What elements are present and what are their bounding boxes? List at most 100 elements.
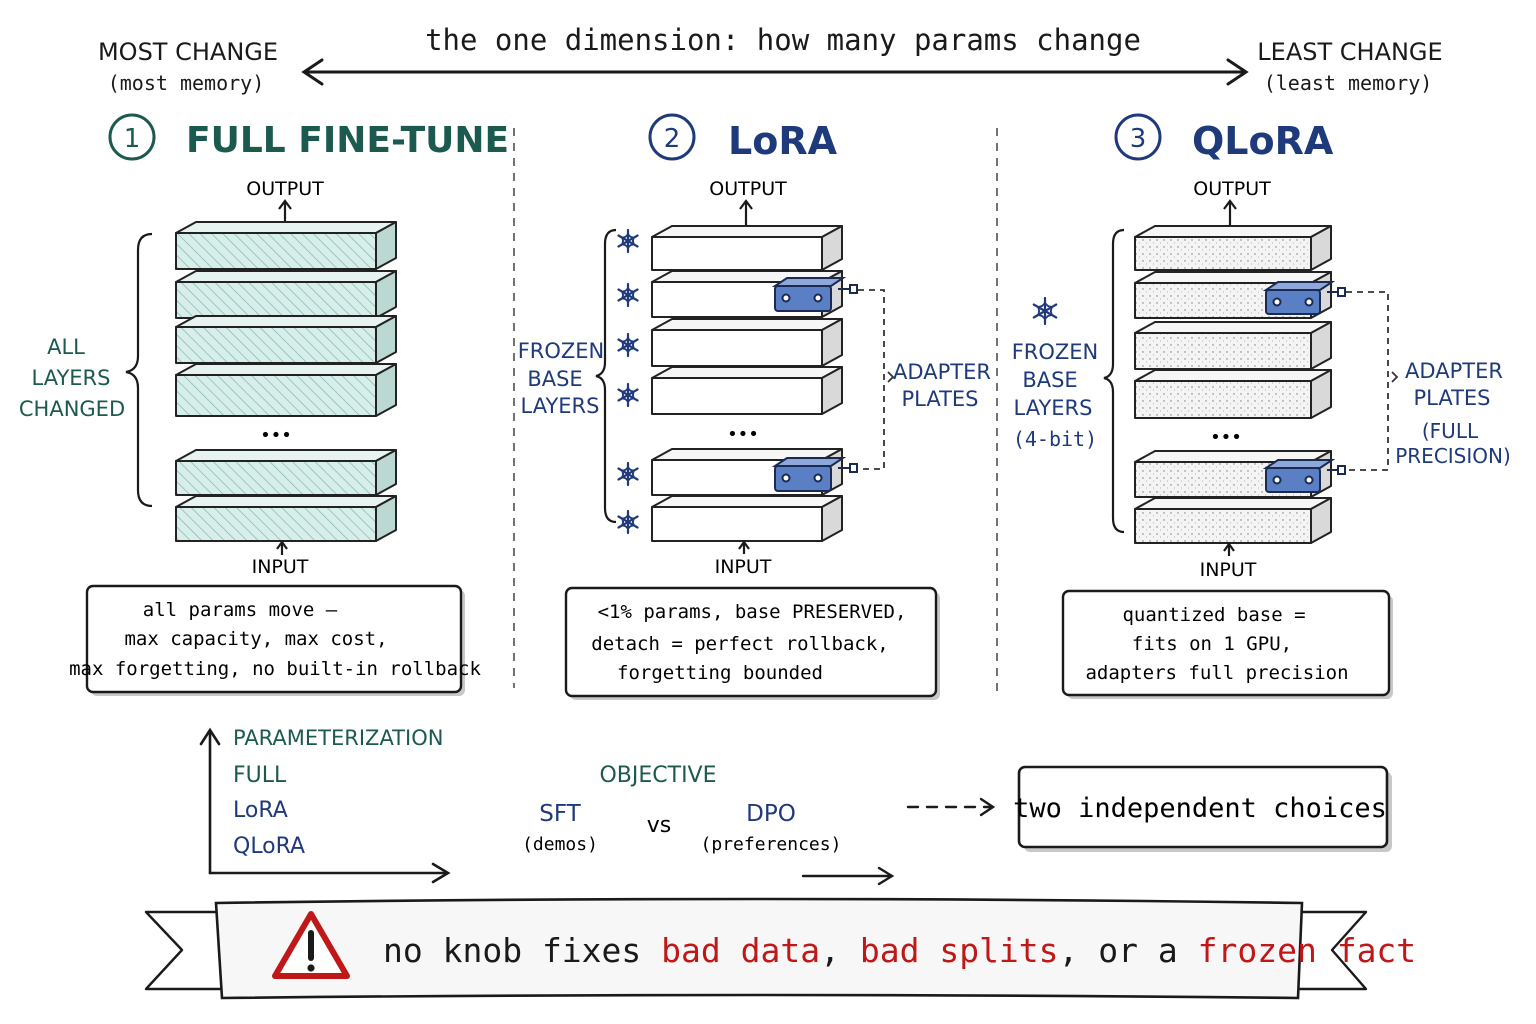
most-change-label: MOST CHANGE: [98, 38, 278, 66]
dashed-arrow: [906, 797, 996, 817]
layer-block: [175, 270, 397, 319]
stack-ellipsis: •••: [1210, 427, 1242, 448]
output-label: OUTPUT: [1193, 178, 1271, 200]
layer-block: [651, 225, 843, 271]
param-axis: [199, 727, 451, 884]
panel-number-badge: [108, 113, 156, 161]
banner-part: ,: [820, 931, 860, 970]
banner-part: no knob fixes: [383, 931, 661, 970]
input-label: INPUT: [252, 556, 309, 578]
stack-ellipsis: •••: [260, 425, 292, 446]
adapter-pointer: [887, 371, 895, 383]
panel-number: 1: [124, 124, 141, 154]
layer-stack: [175, 221, 397, 542]
least-memory-label: (least memory): [1264, 71, 1433, 95]
side-label-line: LAYERS: [521, 394, 600, 418]
two-choices-box: two independent choices: [1013, 765, 1392, 852]
input-arrow: [738, 540, 750, 554]
banner-part-red: bad data: [661, 931, 820, 970]
header: MOST CHANGE (most memory) the one dimens…: [98, 23, 1443, 95]
adapter-plate: [1262, 459, 1346, 493]
panel-number-badge: [648, 113, 696, 161]
panel-title: LoRA: [728, 119, 838, 163]
adapter-bracket: [858, 289, 885, 470]
axis-title: the one dimension: how many params chang…: [425, 23, 1141, 57]
banner-part-red: frozen fact: [1198, 931, 1417, 970]
least-change-label: LEAST CHANGE: [1257, 38, 1442, 66]
layer-block: [175, 315, 397, 364]
objective-sft-sub: (demos): [522, 834, 598, 855]
layer-block: [175, 363, 397, 417]
snowflake-icon: [617, 228, 639, 254]
note-box: all params move – max capacity, max cost…: [69, 584, 481, 696]
input-label: INPUT: [1200, 559, 1257, 581]
layer-block: [1134, 321, 1332, 370]
panel-number-badge: [1114, 113, 1162, 161]
warning-banner: no knob fixes bad data, bad splits, or a…: [144, 897, 1417, 1000]
adapter-pointer: [1391, 371, 1399, 383]
param-item-qlora: QLoRA: [233, 834, 305, 859]
warning-icon: [272, 911, 350, 979]
snowflake-icon: [617, 332, 639, 358]
note-line: <1% params, base PRESERVED,: [598, 601, 907, 623]
adapter-label-line: ADAPTER: [893, 360, 991, 384]
snowflake-icon: [1032, 296, 1058, 326]
adapter-plate: [771, 457, 858, 492]
note-line: max capacity, max cost,: [124, 628, 387, 650]
panel-lora: 2 LoRA OUTPUT ••• ADAPTER PLA: [518, 113, 991, 700]
panel-title: QLoRA: [1192, 119, 1334, 163]
banner-body: [214, 897, 1304, 1000]
banner-part: , or a: [1059, 931, 1198, 970]
side-label-line: FROZEN: [1012, 340, 1099, 364]
snowflake-group: [617, 228, 1058, 535]
adapter-plate: [1262, 281, 1346, 315]
banner-part-red: bad splits: [860, 931, 1059, 970]
output-label: OUTPUT: [246, 178, 324, 200]
most-memory-label: (most memory): [108, 71, 265, 95]
objective-vs: vs: [647, 813, 671, 838]
frozen-brace: [595, 228, 617, 524]
two-choices-text: two independent choices: [1013, 793, 1387, 824]
param-item-full: FULL: [233, 763, 287, 788]
layer-block: [651, 318, 843, 367]
stack-ellipsis: •••: [727, 424, 759, 445]
adapter-plate: [771, 277, 858, 312]
side-label-line: CHANGED: [19, 397, 125, 421]
side-label-line: FROZEN: [518, 339, 605, 363]
layer-block: [651, 495, 843, 542]
objective-title: OBJECTIVE: [599, 763, 716, 788]
objective-arrow: [801, 866, 895, 886]
side-label-line: ALL: [47, 335, 85, 359]
input-arrow: [1223, 542, 1235, 556]
layer-block: [175, 449, 397, 496]
objective-dpo-sub: (preferences): [701, 834, 842, 855]
layer-stack: [1134, 225, 1332, 544]
snowflake-icon: [617, 382, 639, 408]
adapter-bracket: [1346, 291, 1389, 471]
layer-block: [175, 221, 397, 270]
note-line: all params move –: [143, 599, 338, 621]
output-label: OUTPUT: [709, 178, 787, 200]
note-line: quantized base =: [1122, 604, 1305, 626]
side-label-line: LAYERS: [1014, 396, 1093, 420]
panel-full-fine-tune: 1 FULL FINE-TUNE OUTPUT ••• ALL LAYERS C…: [19, 113, 509, 696]
note-box: <1% params, base PRESERVED, detach = per…: [564, 586, 940, 700]
layer-block: [651, 366, 843, 415]
param-title: PARAMETERIZATION: [233, 726, 443, 750]
layer-block: [1134, 225, 1332, 271]
note-line: adapters full precision: [1085, 662, 1348, 684]
side-label-line: (4-bit): [1013, 427, 1097, 451]
panel-title: FULL FINE-TUNE: [186, 120, 509, 161]
objective-dpo: DPO: [746, 801, 796, 827]
adapter-label-line: PLATES: [1413, 386, 1490, 410]
note-line: max forgetting, no built-in rollback: [69, 658, 481, 680]
side-label-line: BASE: [1022, 368, 1077, 392]
adapter-label-line: (FULL: [1422, 419, 1479, 443]
snowflake-icon: [617, 461, 639, 487]
input-label: INPUT: [715, 556, 772, 578]
side-label-line: BASE: [527, 367, 582, 391]
param-item-lora: LoRA: [233, 798, 288, 823]
panel-qlora: 3 QLoRA OUTPUT ••• ADAPTER PLATES: [1012, 113, 1511, 699]
layers-brace: [125, 232, 153, 508]
